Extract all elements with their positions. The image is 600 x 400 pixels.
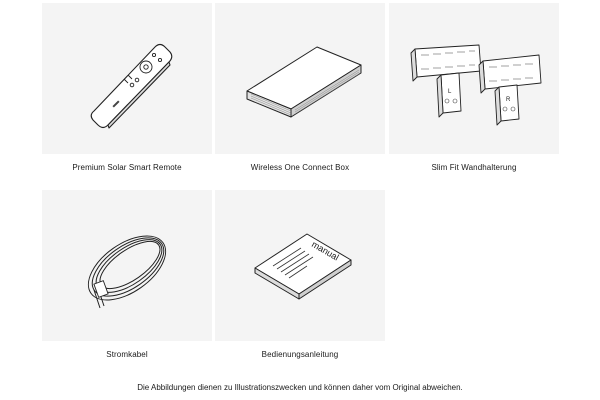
disclaimer-text: Die Abbildungen dienen zu Illustrationsz… bbox=[137, 383, 463, 392]
remote-control-icon bbox=[90, 43, 173, 129]
accessory-card-connect-box bbox=[215, 3, 385, 154]
wall-mount-mark-right: R bbox=[506, 97, 511, 103]
power-cable-icon bbox=[87, 235, 167, 309]
accessory-label: Premium Solar Smart Remote bbox=[72, 163, 182, 172]
connect-box-icon bbox=[246, 46, 362, 118]
accessory-card-remote bbox=[42, 3, 212, 154]
accessory-card-wall-mount: L R bbox=[389, 3, 559, 154]
wall-mount-icon: L R bbox=[410, 44, 542, 126]
accessory-label: Bedienungsanleitung bbox=[261, 350, 339, 359]
wall-mount-mark-left: L bbox=[448, 89, 452, 95]
accessory-label: Stromkabel bbox=[106, 350, 148, 359]
accessory-label: Wireless One Connect Box bbox=[250, 163, 350, 172]
accessory-card-manual: manual bbox=[215, 190, 385, 341]
manual-icon: manual bbox=[254, 233, 352, 300]
accessory-card-power-cable bbox=[42, 190, 212, 341]
accessory-label: Slim Fit Wandhalterung bbox=[431, 163, 517, 172]
